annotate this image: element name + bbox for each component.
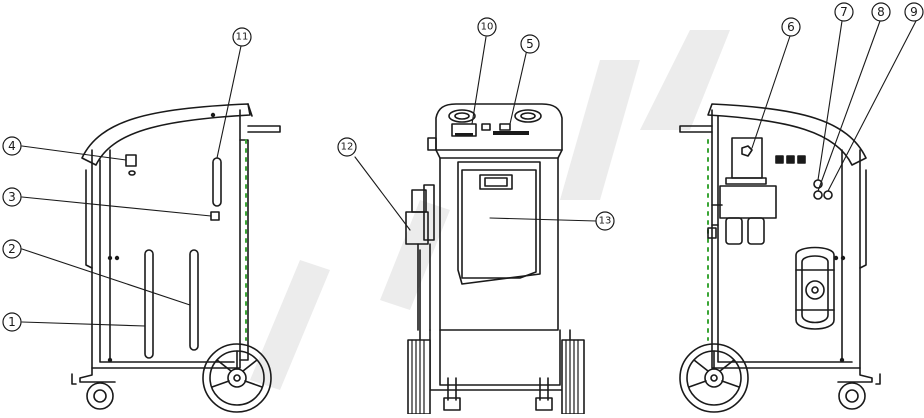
callout-4: 4 [2, 136, 22, 156]
callout-3-label: 3 [8, 190, 16, 204]
leader-lines [21, 20, 917, 327]
callout-11-label: 11 [236, 32, 249, 43]
callout-12-label: 12 [341, 142, 354, 153]
callout-9-label: 9 [910, 5, 918, 19]
callout-9: 9 [904, 2, 924, 22]
callout-8-label: 8 [877, 5, 885, 19]
watermark [250, 30, 730, 390]
callout-7-label: 7 [840, 5, 848, 19]
callout-5: 5 [520, 34, 540, 54]
callout-10-label: 10 [481, 22, 494, 33]
callout-6: 6 [781, 17, 801, 37]
callout-4-label: 4 [8, 139, 16, 153]
callout-13-label: 13 [599, 216, 612, 227]
front-view [405, 103, 585, 415]
callout-12: 12 [337, 137, 357, 157]
callout-7: 7 [834, 2, 854, 22]
callout-3: 3 [2, 187, 22, 207]
callout-8: 8 [871, 2, 891, 22]
callout-11: 11 [232, 27, 252, 47]
callout-6-label: 6 [787, 20, 795, 34]
callout-5-label: 5 [526, 37, 534, 51]
callout-13: 13 [595, 211, 615, 231]
left-side-view [71, 103, 281, 413]
callout-10: 10 [477, 17, 497, 37]
callouts: 1 2 3 4 5 6 7 8 [2, 2, 924, 332]
right-side-view [679, 103, 881, 413]
callout-1-label: 1 [8, 315, 16, 329]
callout-2-label: 2 [8, 242, 16, 256]
callout-2: 2 [2, 239, 22, 259]
callout-1: 1 [2, 312, 22, 332]
